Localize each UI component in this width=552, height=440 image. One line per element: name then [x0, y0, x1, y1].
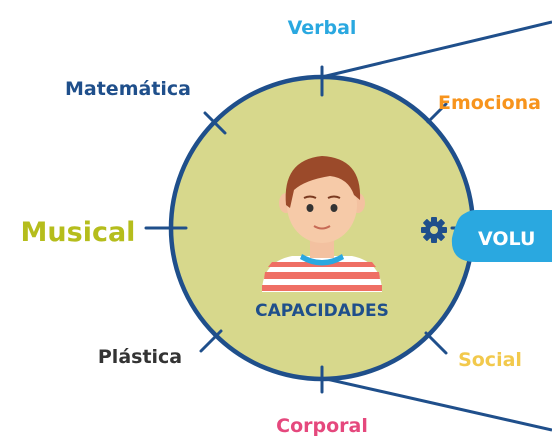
connector-bottom — [321, 376, 552, 432]
tick-emocional — [426, 102, 448, 124]
volu-button-label: VOLU — [478, 228, 535, 250]
volu-button[interactable]: VOLU — [451, 210, 552, 262]
capacity-label-musical: Musical — [21, 217, 136, 248]
tick-matematica — [203, 111, 227, 135]
capacity-label-verbal: Verbal — [288, 17, 357, 39]
gear-icon — [421, 217, 447, 243]
capacity-label-social: Social — [458, 349, 522, 371]
tick-social — [424, 331, 448, 355]
capacity-label-matematica: Matemática — [65, 78, 191, 100]
tick-plastica — [199, 329, 223, 353]
center-label: CAPACIDADES — [255, 301, 389, 321]
capacity-label-emocional: Emociona — [438, 92, 541, 114]
capacity-label-corporal: Corporal — [276, 415, 368, 437]
circle-ticks — [144, 65, 487, 394]
person-avatar-icon — [262, 156, 382, 292]
connector-top — [321, 20, 552, 79]
capacity-label-plastica: Plástica — [98, 346, 182, 368]
